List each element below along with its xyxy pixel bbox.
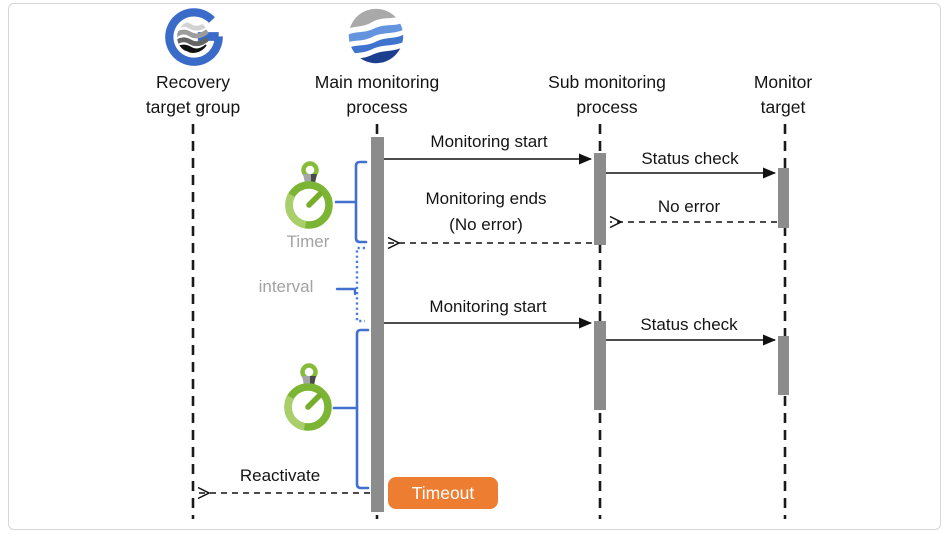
participant-monitor-target: Monitor target — [673, 70, 893, 120]
participant-label-line: Monitor — [753, 72, 813, 92]
timeout-badge: Timeout — [388, 477, 498, 509]
message-label-monitoring-start-2: Monitoring start — [429, 297, 547, 316]
message-label-reactivate: Reactivate — [239, 466, 321, 485]
participant-recovery-target-group: Recovery target group — [83, 70, 303, 120]
participant-label-line: Main monitoring — [314, 72, 440, 92]
timer-label: Timer — [286, 232, 330, 251]
participant-label-line: Recovery — [156, 72, 230, 92]
participant-label-line: process — [576, 97, 638, 117]
timeout-badge-label: Timeout — [411, 482, 475, 503]
stopwatch-icon-1 — [285, 161, 333, 229]
message-label-status-check-1: Status check — [641, 149, 739, 168]
message-label-monitoring-start-1: Monitoring start — [430, 132, 548, 151]
activation-bar-sub-2 — [594, 321, 606, 410]
participant-label-line: Sub monitoring — [548, 72, 666, 92]
message-label-monitoring-ends: Monitoring ends (No error) — [426, 186, 547, 238]
participant-label-line: target group — [145, 97, 241, 117]
g-waves-logo-icon — [165, 8, 223, 66]
message-label-status-check-2: Status check — [640, 315, 738, 334]
activation-bar-main — [371, 137, 384, 512]
interval-label: interval — [258, 277, 314, 296]
message-label-no-error: No error — [657, 197, 721, 216]
participant-main-monitoring-process: Main monitoring process — [267, 70, 487, 120]
activation-bar-sub-1 — [594, 153, 606, 245]
activation-bar-target-1 — [778, 168, 789, 228]
participant-label-line: target — [760, 97, 806, 117]
message-label-line: (No error) — [449, 215, 523, 234]
participant-label-line: process — [346, 97, 408, 117]
message-label-line: Monitoring ends — [425, 189, 547, 208]
activation-bar-target-2 — [778, 336, 789, 395]
stopwatch-icon-2 — [284, 363, 332, 431]
participant-sub-monitoring-process: Sub monitoring process — [497, 70, 717, 120]
wave-globe-logo-icon — [348, 8, 404, 64]
